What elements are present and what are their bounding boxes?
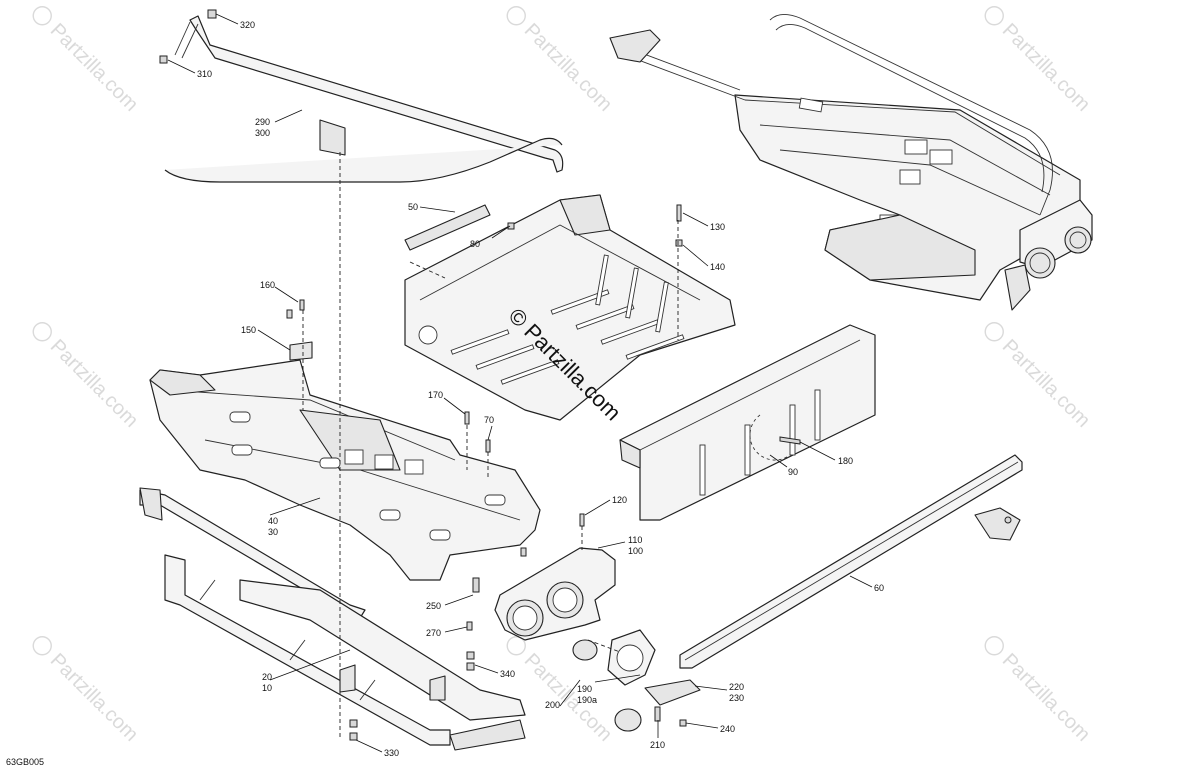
bed-slots	[450, 254, 685, 385]
callout-70: 70	[484, 415, 494, 425]
callout-120: 120	[612, 495, 627, 505]
upper-bar-290-300	[159, 9, 564, 183]
callout-50: 50	[408, 202, 418, 212]
bed-pan-90	[404, 194, 876, 521]
base-frame-40-30	[149, 341, 541, 581]
hardware-layer	[286, 204, 801, 741]
watermark-text: Partzilla.com	[998, 649, 1095, 746]
callout-160: 160	[260, 280, 275, 290]
callout-290: 290	[255, 117, 270, 127]
callout-60: 60	[874, 583, 884, 593]
watermark-text: Partzilla.com	[998, 19, 1095, 116]
callout-20: 20	[262, 672, 272, 682]
callout-190a: 190a	[577, 695, 597, 705]
rail-60	[679, 454, 1023, 669]
callout-230: 230	[729, 693, 744, 703]
callout-30: 30	[268, 527, 278, 537]
callout-150: 150	[241, 325, 256, 335]
callout-180: 180	[838, 456, 853, 466]
lower-frame-20-10	[139, 487, 526, 751]
callout-220: 220	[729, 682, 744, 692]
callout-90: 90	[788, 467, 798, 477]
callout-170: 170	[428, 390, 443, 400]
watermark-text: Partzilla.com	[46, 649, 143, 746]
callout-100: 100	[628, 546, 643, 556]
callout-300: 300	[255, 128, 270, 138]
callout-320: 320	[240, 20, 255, 30]
callout-130: 130	[710, 222, 725, 232]
watermark-text: Partzilla.com	[46, 335, 143, 432]
assembled-rack-view	[609, 14, 1093, 311]
watermark-text: Partzilla.com	[520, 649, 617, 746]
watermark-text: Partzilla.com	[998, 335, 1095, 432]
watermark-text: Partzilla.com	[520, 19, 617, 116]
callout-200: 200	[545, 700, 560, 710]
callout-240: 240	[720, 724, 735, 734]
light-housing-110-100	[494, 547, 701, 732]
diagram-code: 63GB005	[6, 757, 44, 767]
callout-10: 10	[262, 683, 272, 693]
callout-210: 210	[650, 740, 665, 750]
callout-250: 250	[426, 601, 441, 611]
callout-140: 140	[710, 262, 725, 272]
callout-110: 110	[628, 535, 642, 545]
callout-330: 330	[384, 748, 399, 758]
centerlines	[302, 152, 679, 740]
callout-labels: 320 310 290 300 50 80 130 140 160 150 17…	[197, 20, 884, 758]
watermark-text: Partzilla.com	[46, 19, 143, 116]
callout-270: 270	[426, 628, 441, 638]
callout-310: 310	[197, 69, 212, 79]
callout-340: 340	[500, 669, 515, 679]
leader-lines	[167, 13, 873, 753]
callout-40: 40	[268, 516, 278, 526]
callout-80: 80	[470, 239, 480, 249]
callout-190: 190	[577, 684, 592, 694]
